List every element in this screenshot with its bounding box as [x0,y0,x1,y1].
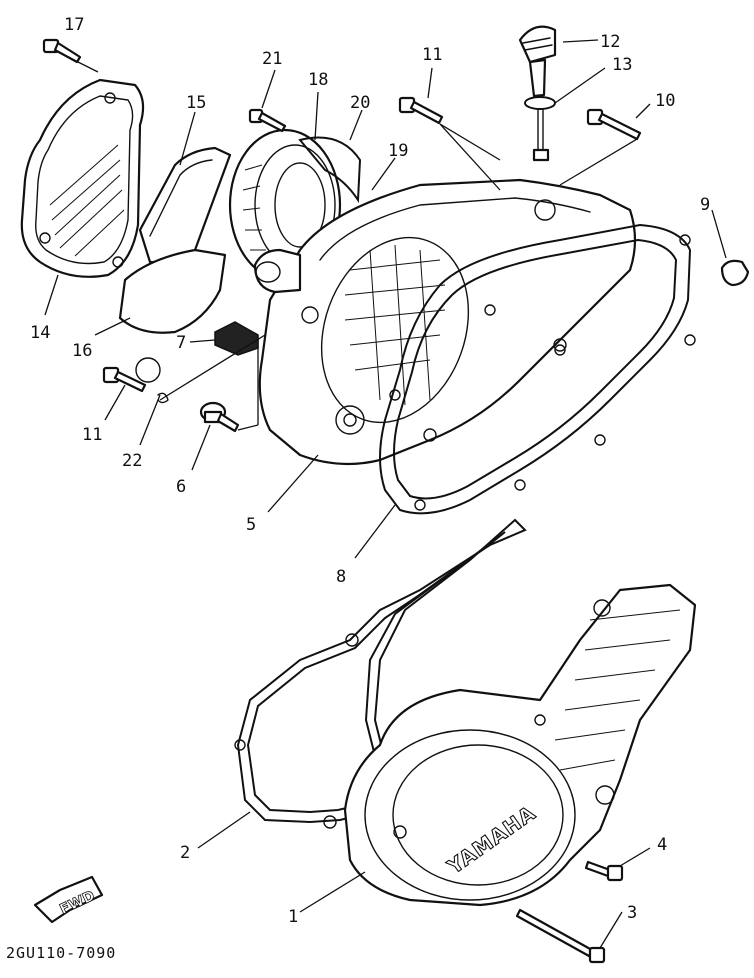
part-10-bolt [586,108,642,141]
part-3-long-bolt [515,908,606,964]
fwd-arrow-icon: FWD [33,875,104,924]
callout-11-top: 11 [422,45,442,65]
part-12-dipstick-cap [518,25,557,64]
callout-10: 10 [655,91,675,111]
callout-20: 20 [350,93,370,113]
part-1-side-cover: YAMAHA [343,583,697,907]
callout-8: 8 [336,567,346,587]
callout-15: 15 [186,93,206,113]
diagram-code: 2GU110-7090 [6,944,116,962]
callout-5: 5 [246,515,256,535]
part-6-drain-bolt [199,401,240,433]
callout-14: 14 [30,323,50,343]
part-2-lower-gasket [234,518,527,829]
part-11-bolt-top [398,96,444,125]
callout-3: 3 [627,903,637,923]
callout-4: 4 [657,835,667,855]
part-7-element [214,321,259,356]
callout-19: 19 [388,141,408,161]
callout-7: 7 [176,333,186,353]
callout-18: 18 [308,70,328,90]
part-17-bolt [42,38,82,64]
callout-1: 1 [288,907,298,927]
callout-labels: 1 2 3 4 5 6 7 8 9 10 11 11 12 13 14 15 1… [30,15,710,927]
part-20-seal-ring [298,136,362,204]
part-15-plate [138,146,232,264]
callout-2: 2 [180,843,190,863]
part-22-circlip [135,357,169,404]
callout-17: 17 [64,15,84,35]
callout-16: 16 [72,341,92,361]
callout-6: 6 [176,477,186,497]
part-13-o-ring-and-stick [524,58,556,162]
callout-12: 12 [600,32,620,52]
callout-9: 9 [700,195,710,215]
part-9-plug [720,259,750,287]
part-21-bolt [248,108,287,133]
callout-13: 13 [612,55,632,75]
callout-11-left: 11 [82,425,102,445]
leader-lines [44,39,727,949]
part-4-bolt [584,860,624,882]
part-8-gasket [379,223,696,515]
part-16-gasket [118,248,227,334]
callout-21: 21 [262,49,282,69]
part-14-sprocket-cover [20,78,145,278]
callout-22: 22 [122,451,142,471]
part-11-bolt-left [102,366,147,393]
part-5-crankcase-cover [253,178,637,466]
